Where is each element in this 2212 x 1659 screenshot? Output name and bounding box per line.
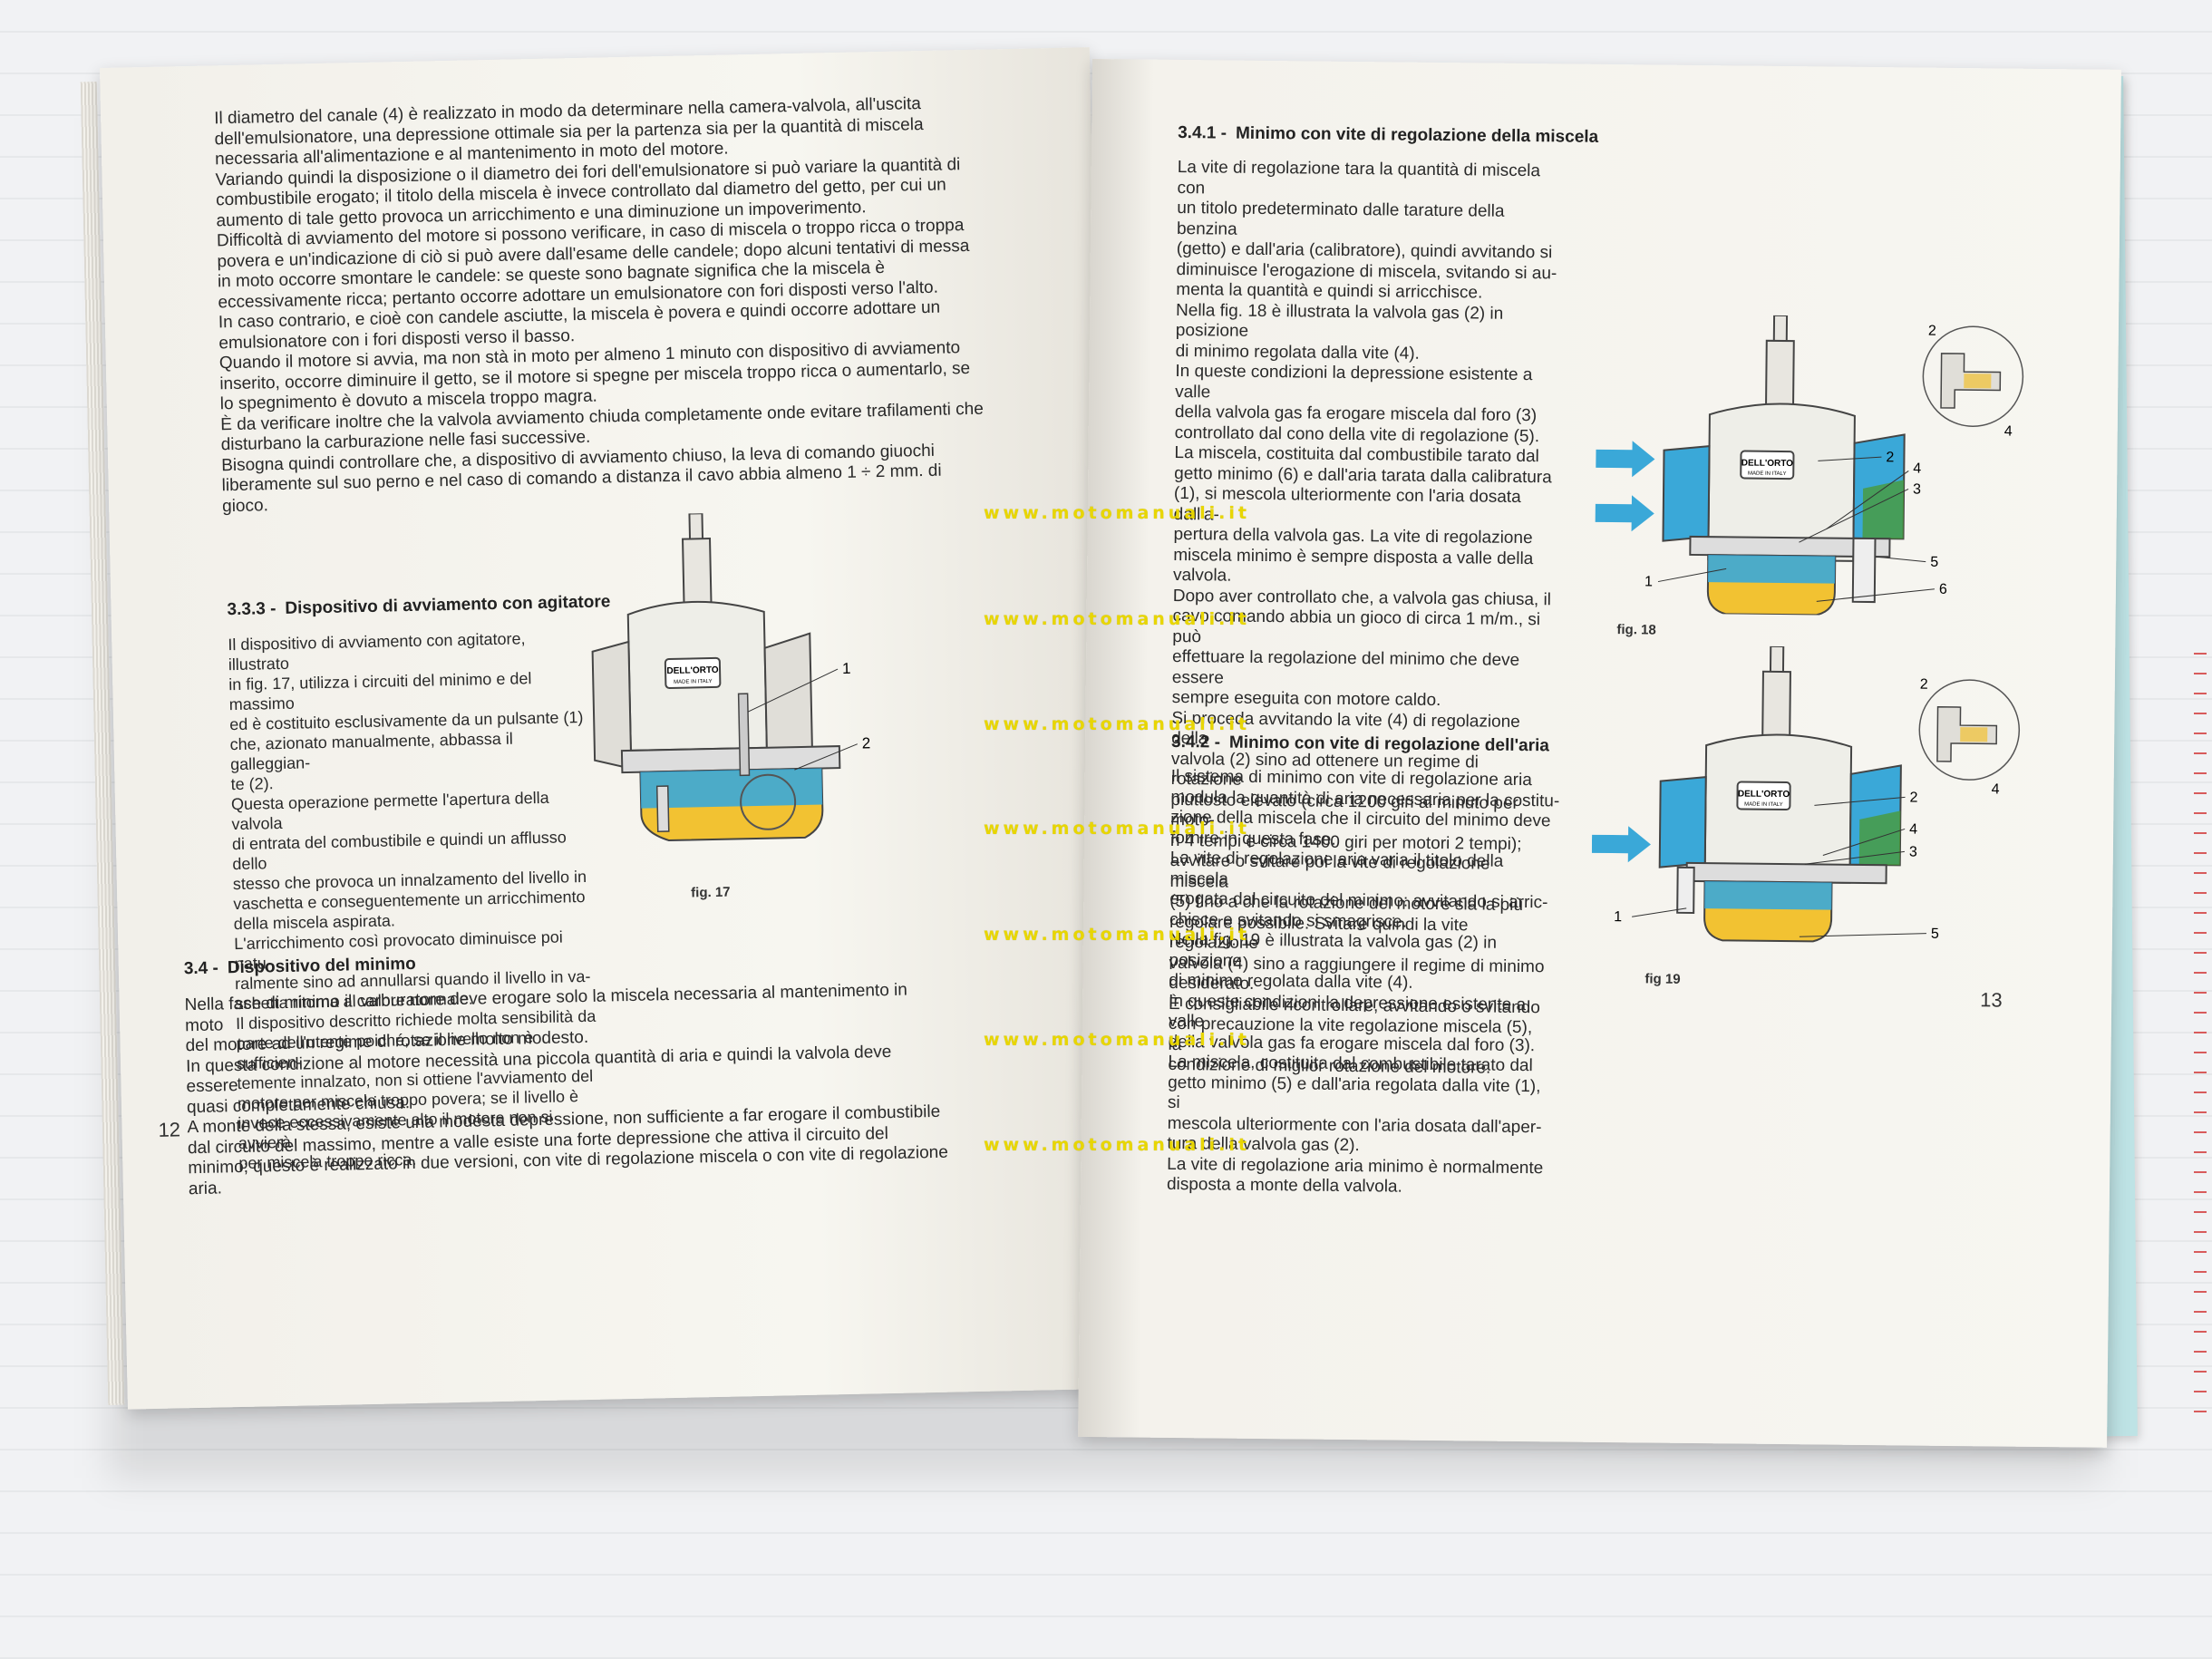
fig18-label-5: 5 — [1930, 555, 1938, 570]
fig17-label-2: 2 — [862, 734, 871, 752]
fig18-label-2: 2 — [1886, 450, 1894, 465]
right-page: 3.4.1 -Minimo con vite di regolazione de… — [1078, 59, 2121, 1448]
section-341-heading: 3.4.1 -Minimo con vite di regolazione de… — [1178, 122, 1599, 147]
fig18-label-3: 3 — [1913, 482, 1921, 498]
fig19-inset-label-2: 2 — [1920, 677, 1928, 693]
text-line: In queste condizioni la depressione esis… — [1175, 361, 1533, 402]
fig18-label-4: 4 — [1913, 461, 1921, 477]
fig18-brand: DELL'ORTO — [1741, 459, 1794, 470]
fig19-caption: fig 19 — [1644, 971, 1681, 987]
text-line: un titolo predeterminato dalle tarature … — [1176, 198, 1505, 239]
fig17-brand: DELL'ORTO — [666, 665, 719, 676]
fig17-made-in: MADE IN ITALY — [674, 679, 713, 685]
fig19-inset-label-4: 4 — [1992, 781, 2000, 797]
watermark-4: www.motomanuali.it — [984, 819, 1250, 839]
fig18-inset-label-2: 2 — [1928, 324, 1936, 339]
fig19-made-in: MADE IN ITALY — [1744, 802, 1783, 808]
text-line: La vite di regolazione aria varia il tit… — [1169, 848, 1504, 889]
fig18-label-6: 6 — [1939, 582, 1947, 597]
fig19-label-3: 3 — [1909, 844, 1917, 859]
fig17-label-1: 1 — [842, 660, 851, 677]
text-line: La vite di regolazione tara la quantità … — [1177, 157, 1541, 198]
carburetor-figure-17: DELL'ORTO MADE IN ITALY 1 2 — [591, 512, 871, 842]
left-page: Il diametro del canale (4) è realizzato … — [100, 47, 1118, 1410]
watermark-6: www.motomanuali.it — [984, 1030, 1250, 1050]
carburetor-figure-18: DELL'ORTO MADE IN ITALY 1 2 3 4 5 6 2 4 — [1595, 314, 2024, 616]
fig18-made-in: MADE IN ITALY — [1748, 471, 1787, 477]
fig18-caption: fig. 18 — [1616, 622, 1656, 638]
section-333-heading: 3.3.3 -Dispositivo di avviamento con agi… — [227, 592, 611, 620]
watermark-5: www.motomanuali.it — [984, 925, 1250, 945]
section-34-text: Nella fase di minimo il carburatore deve… — [184, 980, 950, 1200]
fig19-label-5: 5 — [1931, 927, 1939, 942]
fig18-inset-label-4: 4 — [2004, 424, 2013, 440]
section-342-heading: 3.4.2 -Minimo con vite di regolazione de… — [1171, 732, 1549, 756]
watermark-3: www.motomanuali.it — [984, 714, 1250, 734]
fig19-brand: DELL'ORTO — [1738, 790, 1790, 800]
fig19-label-1: 1 — [1614, 909, 1622, 925]
ruler-marks — [2194, 653, 2207, 1423]
text-line: effettuare la regolazione del minimo che… — [1171, 646, 1520, 688]
text-line: disposta a monte della valvola. — [1166, 1174, 1402, 1197]
fig17-caption: fig. 17 — [691, 884, 731, 901]
carburetor-figure-19: DELL'ORTO MADE IN ITALY 1 2 3 4 5 2 4 — [1591, 645, 2021, 943]
fig18-label-1: 1 — [1644, 574, 1653, 589]
page-number-left: 12 — [158, 1118, 181, 1141]
page-number-right: 13 — [1980, 988, 2003, 1012]
text-line: getto minimo (5) e dall'aria regolata da… — [1167, 1072, 1541, 1113]
watermark-2: www.motomanuali.it — [984, 609, 1250, 629]
fig19-label-4: 4 — [1909, 821, 1917, 837]
watermark-1: www.motomanuali.it — [984, 503, 1250, 523]
watermark-7: www.motomanuali.it — [984, 1135, 1250, 1155]
fig19-label-2: 2 — [1909, 790, 1917, 805]
intro-paragraph: Il diametro del canale (4) è realizzato … — [214, 93, 993, 518]
text-line: Nella fig. 18 è illustrata la valvola ga… — [1175, 300, 1504, 341]
